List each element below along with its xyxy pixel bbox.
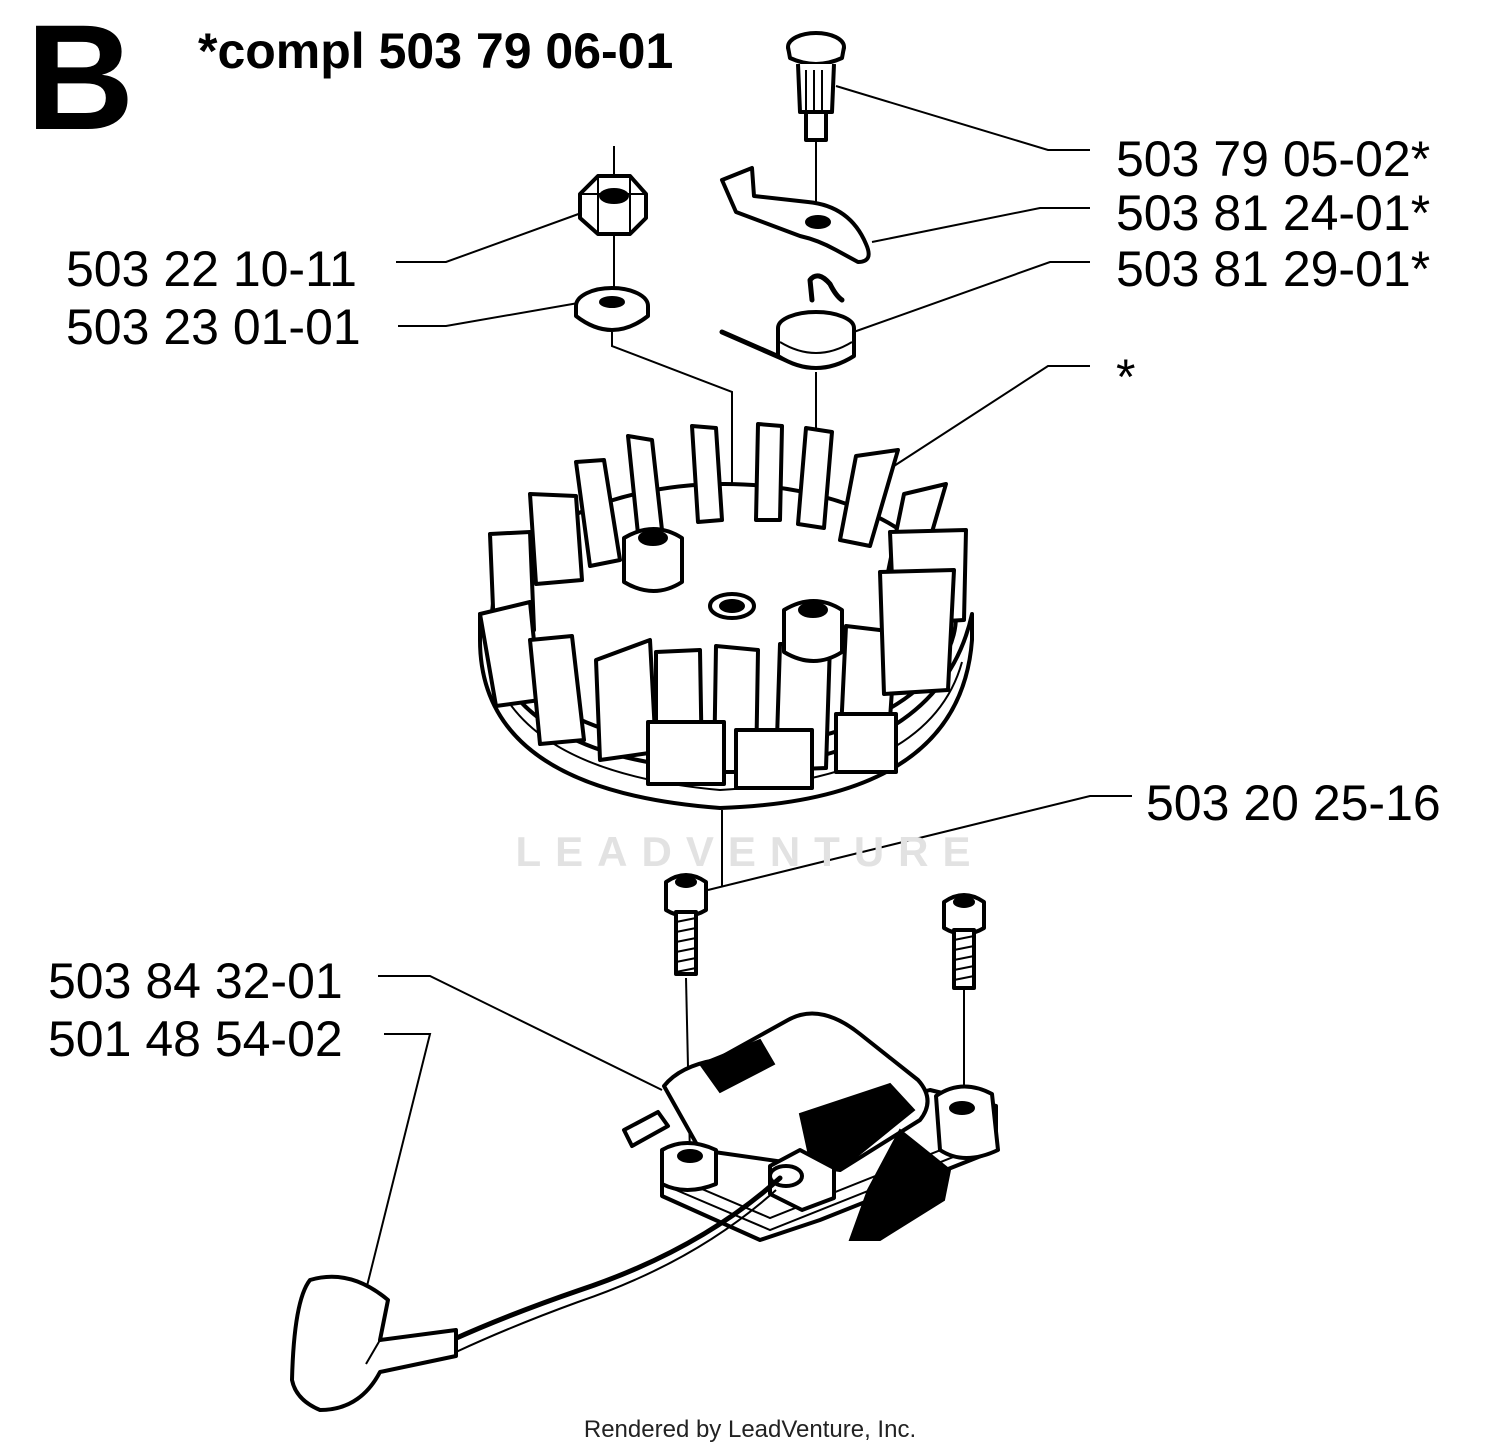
pawl-part bbox=[720, 166, 871, 264]
label-washer[interactable]: 503 23 01-01 bbox=[66, 299, 361, 355]
kit-note: *compl 503 79 06-01 bbox=[198, 23, 674, 79]
leader-pin bbox=[835, 85, 1090, 151]
footer-credit: Rendered by LeadVenture, Inc. bbox=[583, 1416, 917, 1443]
label-pawl[interactable]: 503 81 24-01* bbox=[1116, 185, 1431, 241]
spring-part bbox=[719, 273, 856, 370]
label-screws[interactable]: 503 20 25-16 bbox=[1146, 775, 1441, 831]
label-nut[interactable]: 503 22 10-11 bbox=[66, 241, 357, 297]
leader-screws bbox=[707, 795, 1132, 891]
nut-part bbox=[578, 174, 648, 236]
pin-part bbox=[786, 31, 846, 142]
label-pin[interactable]: 503 79 05-02* bbox=[1116, 131, 1431, 187]
leader-ignition-module bbox=[378, 975, 663, 1091]
label-flywheel[interactable]: * bbox=[1116, 349, 1136, 405]
leader-nut bbox=[396, 211, 585, 263]
leader-washer bbox=[398, 301, 585, 327]
ignition-module-part bbox=[622, 1011, 1000, 1242]
watermark: LEADVENTURE bbox=[515, 828, 985, 875]
label-spring[interactable]: 503 81 29-01* bbox=[1116, 241, 1431, 297]
label-ignition-module[interactable]: 503 84 32-01 bbox=[48, 953, 343, 1009]
label-spark-plug-boot[interactable]: 501 48 54-02 bbox=[48, 1011, 343, 1067]
leader-spring bbox=[847, 261, 1090, 335]
washer-part bbox=[574, 286, 650, 332]
right-screw-part bbox=[942, 893, 986, 990]
leader-pawl bbox=[871, 207, 1090, 243]
section-letter: B bbox=[26, 0, 135, 161]
spark-plug-boot-part bbox=[290, 1175, 783, 1412]
leader-boot bbox=[365, 1033, 432, 1291]
flywheel-part bbox=[478, 422, 974, 810]
leader-flywheel bbox=[893, 365, 1090, 467]
left-screw-part bbox=[664, 873, 708, 976]
